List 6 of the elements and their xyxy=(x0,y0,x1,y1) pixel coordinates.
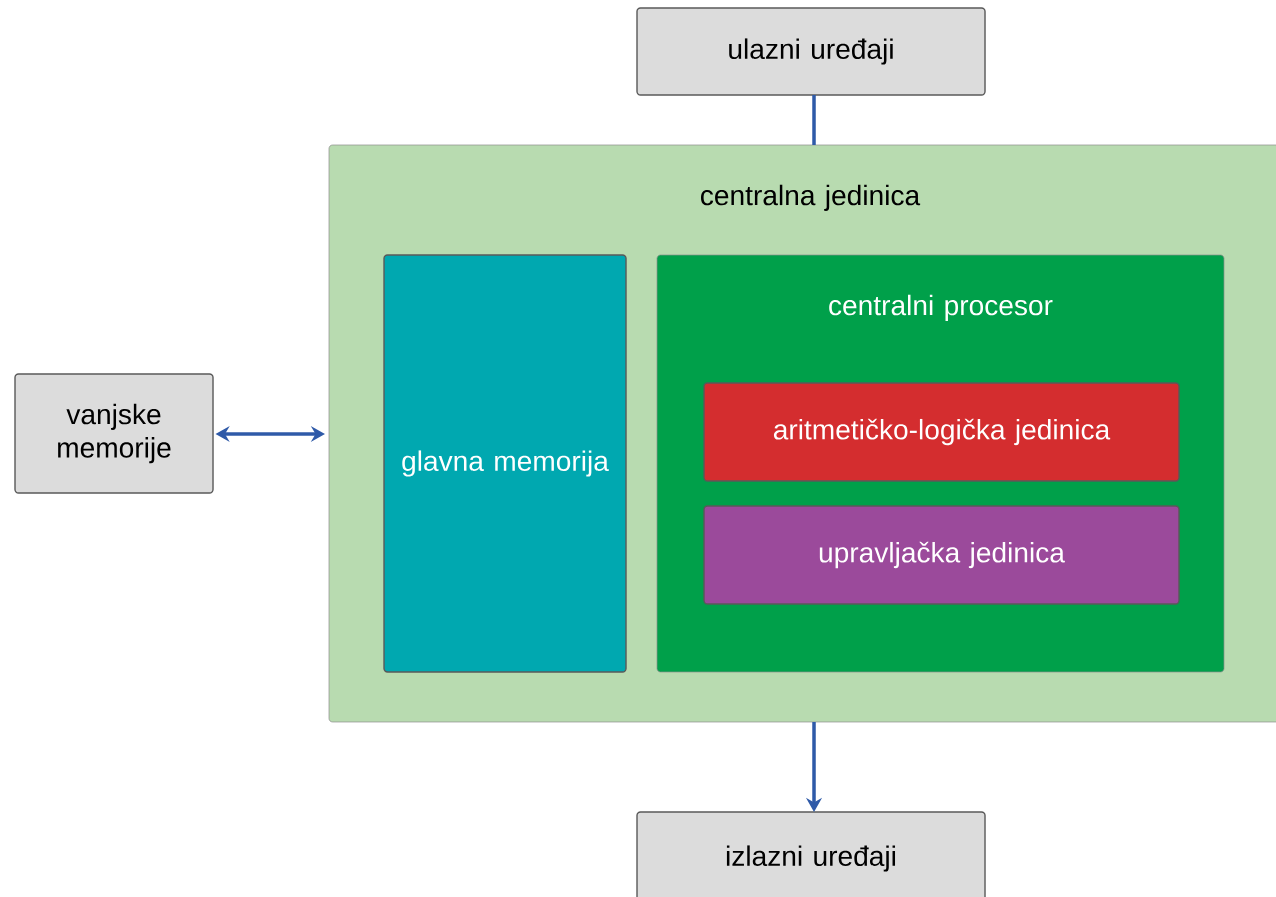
unit-box: aritmetičko-logička jedinica xyxy=(703,382,1180,482)
device-box: ulazni uređaji xyxy=(636,7,986,96)
device-box: izlazni uređaji xyxy=(636,811,986,897)
memory-box: vanjske memorije xyxy=(14,373,214,494)
memory-box: glavna memorija xyxy=(383,254,627,673)
unit-box: upravljačka jedinica xyxy=(703,505,1180,605)
